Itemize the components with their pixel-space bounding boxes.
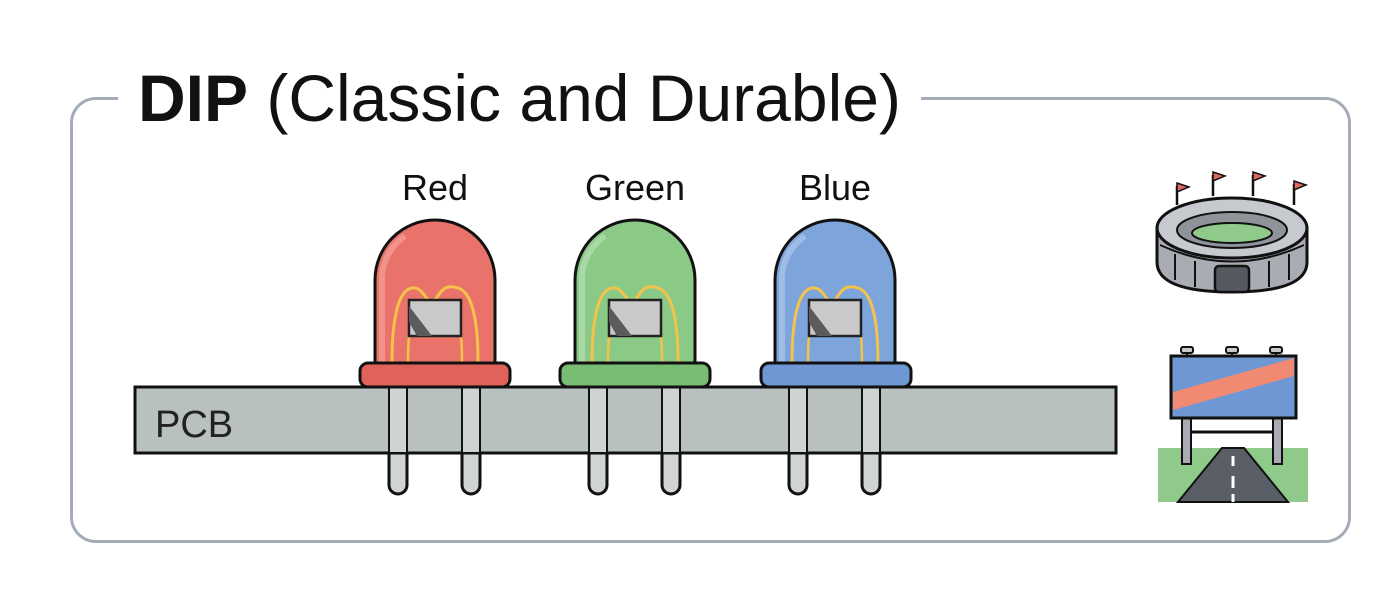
title-bold: DIP [138,61,249,135]
led-red: Red [358,167,512,389]
led-blue-label: Blue [799,167,871,208]
diagram-title: DIP (Classic and Durable) [118,58,921,138]
stadium-icon [1155,170,1309,294]
led-red-base [358,361,512,389]
led-blue-dome [773,218,897,367]
led-red-label: Red [402,167,468,208]
led-green-dome [573,218,697,367]
pcb-board [133,385,1118,455]
led-blue-base [759,361,913,389]
pcb-label: PCB [155,404,233,446]
billboard-road-icon [1158,346,1308,503]
lead-overlays [388,386,881,454]
led-blue: Blue [759,167,913,389]
title-rest: (Classic and Durable) [248,61,901,135]
led-green-base [558,361,712,389]
led-green: Green [558,167,712,389]
led-red-dome [373,218,497,367]
led-green-label: Green [585,167,685,208]
